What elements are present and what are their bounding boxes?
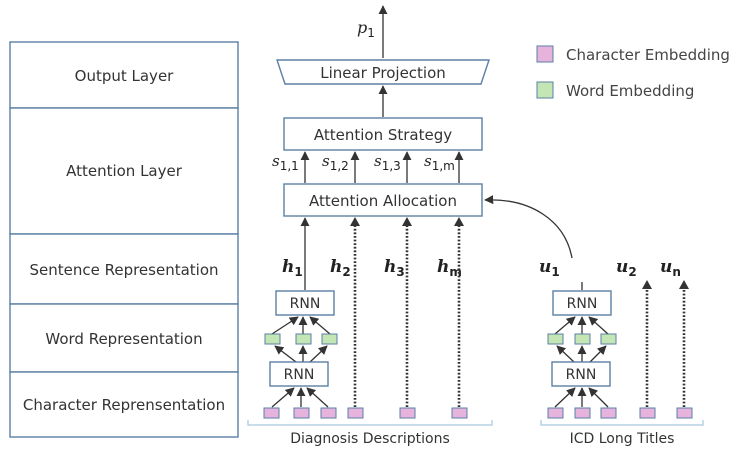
rnn-word-icd bbox=[551, 361, 611, 387]
title-to-allocation-arrow bbox=[484, 195, 573, 259]
character-layer-label: Character Reprensentation bbox=[23, 396, 225, 414]
fan-arrow bbox=[271, 316, 299, 335]
fan-arrow bbox=[271, 387, 295, 408]
title-label-1: u1 bbox=[539, 257, 560, 279]
fan-arrow bbox=[309, 316, 331, 335]
score-label-2: s1,2 bbox=[322, 152, 349, 173]
fan-arrow bbox=[556, 345, 575, 363]
arrowhead bbox=[642, 280, 652, 289]
rnn-sentence-icd bbox=[552, 290, 612, 316]
character-layer-box bbox=[9, 371, 239, 438]
rnn-sentence-icd-label: RNN bbox=[567, 296, 598, 312]
title-label-2: u2 bbox=[616, 257, 637, 279]
word-embedding-cell bbox=[574, 333, 591, 345]
linear-projection-label: Linear Projection bbox=[320, 64, 446, 82]
char-embedding-cell bbox=[639, 407, 656, 419]
legend: Character Embedding Word Embedding bbox=[536, 45, 730, 100]
word-embedding-cell bbox=[295, 333, 312, 345]
sentence-layer-box bbox=[9, 233, 239, 305]
attention-allocation-box bbox=[283, 183, 483, 217]
attention-strategy-box bbox=[283, 117, 483, 151]
fan-arrow bbox=[588, 387, 609, 408]
fan-arrow bbox=[588, 316, 609, 335]
attention-layer-label: Attention Layer bbox=[66, 162, 183, 180]
output-p1: p1 bbox=[357, 18, 375, 40]
attention-layer-box bbox=[9, 107, 239, 235]
layer-column: Output Layer Attention Layer Sentence Re… bbox=[9, 41, 239, 438]
fan-arrow bbox=[306, 387, 329, 408]
rnn-sentence-diagnosis bbox=[275, 290, 335, 316]
arrowhead bbox=[350, 217, 360, 226]
icd-group-label: ICD Long Titles bbox=[570, 431, 675, 447]
score-label-m: s1,m bbox=[424, 152, 455, 173]
rnn-word-diagnosis bbox=[269, 361, 329, 387]
hidden-label-m: hm bbox=[437, 257, 462, 279]
diagnosis-group-label: Diagnosis Descriptions bbox=[290, 431, 450, 447]
output-layer-box bbox=[9, 41, 239, 109]
rnn-word-icd-label: RNN bbox=[566, 367, 597, 383]
char-embedding-cell bbox=[600, 407, 617, 419]
arrowhead bbox=[402, 217, 412, 226]
sentence-layer-label: Sentence Representation bbox=[29, 261, 218, 279]
fan-arrow bbox=[309, 345, 328, 363]
rnn-word-diagnosis-label: RNN bbox=[284, 367, 315, 383]
fan-arrow bbox=[554, 387, 576, 408]
diagnosis-bracket bbox=[247, 420, 493, 426]
char-embedding-cell bbox=[451, 407, 468, 419]
legend-char-label: Character Embedding bbox=[566, 46, 730, 64]
char-embedding-cell bbox=[574, 407, 591, 419]
title-label-n: un bbox=[660, 257, 681, 279]
hidden-label-3: h3 bbox=[384, 257, 405, 279]
attention-strategy-label: Attention Strategy bbox=[314, 126, 452, 144]
arrowhead bbox=[454, 217, 464, 226]
linear-projection-box bbox=[276, 59, 490, 85]
legend-char-swatch bbox=[536, 45, 554, 63]
word-embedding-cell bbox=[600, 333, 617, 345]
char-embedding-cell bbox=[293, 407, 310, 419]
score-label-1: s1,1 bbox=[272, 152, 299, 173]
hidden-label-2: h2 bbox=[330, 257, 351, 279]
char-embedding-cell bbox=[320, 407, 337, 419]
fan-arrow bbox=[589, 345, 607, 363]
arrowhead bbox=[679, 280, 689, 289]
legend-word-swatch bbox=[536, 81, 554, 99]
char-embedding-cell bbox=[399, 407, 416, 419]
output-layer-label: Output Layer bbox=[75, 67, 175, 85]
rnn-sentence-diagnosis-label: RNN bbox=[290, 296, 321, 312]
char-embedding-cell bbox=[263, 407, 280, 419]
word-layer-box bbox=[9, 303, 239, 373]
attention-allocation-label: Attention Allocation bbox=[309, 192, 457, 210]
char-embedding-cell bbox=[347, 407, 364, 419]
word-layer-label: Word Representation bbox=[45, 330, 202, 348]
word-embedding-cell bbox=[321, 333, 338, 345]
char-embedding-cell bbox=[547, 407, 564, 419]
hidden-label-1: h1 bbox=[282, 257, 303, 279]
score-label-3: s1,3 bbox=[374, 152, 401, 173]
word-embedding-cell bbox=[547, 333, 564, 345]
fan-arrow bbox=[554, 316, 576, 335]
legend-word-label: Word Embedding bbox=[566, 82, 694, 100]
icd-bracket bbox=[540, 420, 704, 426]
fan-arrow bbox=[274, 345, 297, 363]
word-embedding-cell bbox=[264, 333, 281, 345]
char-embedding-cell bbox=[676, 407, 693, 419]
